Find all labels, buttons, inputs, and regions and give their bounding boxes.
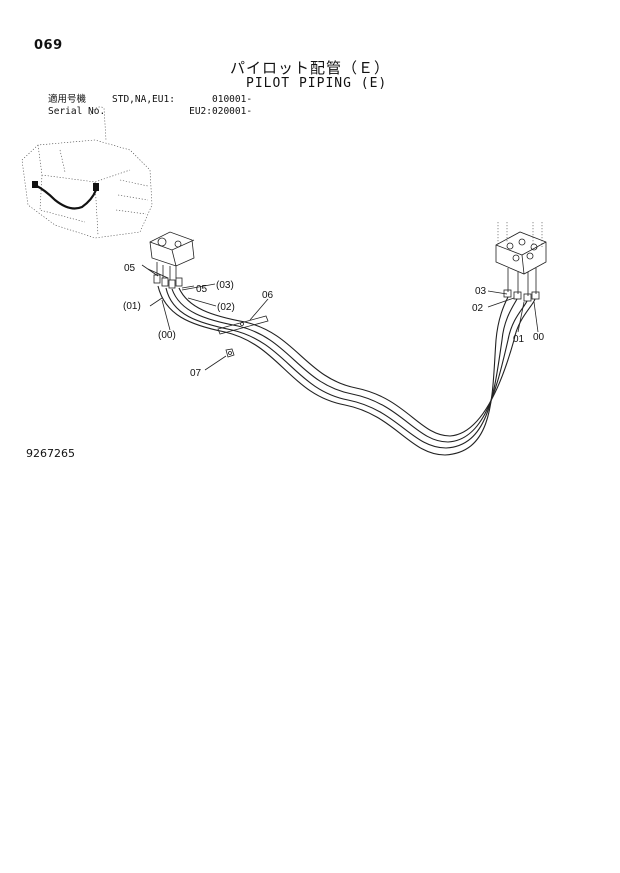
callout-01-right: 01 [513, 334, 525, 345]
machine-location-sketch [21, 106, 153, 239]
range-line-2: 020001- [212, 106, 253, 117]
leader-lines [141, 264, 539, 371]
callout-00-right: 00 [533, 332, 545, 343]
callout-02-left: (02) [217, 302, 235, 313]
page-title-english: PILOT PIPING (E) [246, 76, 388, 91]
clamp-06 [217, 315, 269, 335]
spec-line-2: EU2: [189, 106, 212, 117]
right-pilot-valve [495, 222, 547, 302]
callout-02-right: 02 [472, 303, 484, 314]
serial-row-1: 適用号機 STD,NA,EU1: 010001- [48, 94, 252, 106]
callout-03-right: 03 [475, 286, 487, 297]
page-title-japanese: パイロット配管（Ｅ） [230, 59, 391, 77]
spec-line-1: STD,NA,EU1: [112, 94, 175, 105]
callout-00-left: (00) [158, 330, 176, 341]
callout-05-upper: 05 [124, 263, 136, 274]
document-number: 9267265 [26, 447, 75, 460]
callout-06: 06 [262, 290, 274, 301]
nut-07 [225, 348, 235, 358]
page-number: 069 [34, 38, 63, 53]
applicability-label-jp: 適用号機 [48, 94, 87, 105]
callout-01-left: (01) [123, 301, 141, 312]
left-pilot-valve [149, 231, 195, 289]
serial-row-2: Serial No. EU2: 020001- [48, 106, 252, 118]
serial-applicability: 適用号機 STD,NA,EU1: 010001- Serial No. EU2:… [48, 94, 252, 118]
range-line-1: 010001- [212, 94, 253, 105]
callout-05-lower: 05 [196, 284, 208, 295]
applicability-label-en: Serial No. [48, 106, 106, 117]
callout-03-left: (03) [216, 280, 234, 291]
callout-07: 07 [190, 368, 202, 379]
